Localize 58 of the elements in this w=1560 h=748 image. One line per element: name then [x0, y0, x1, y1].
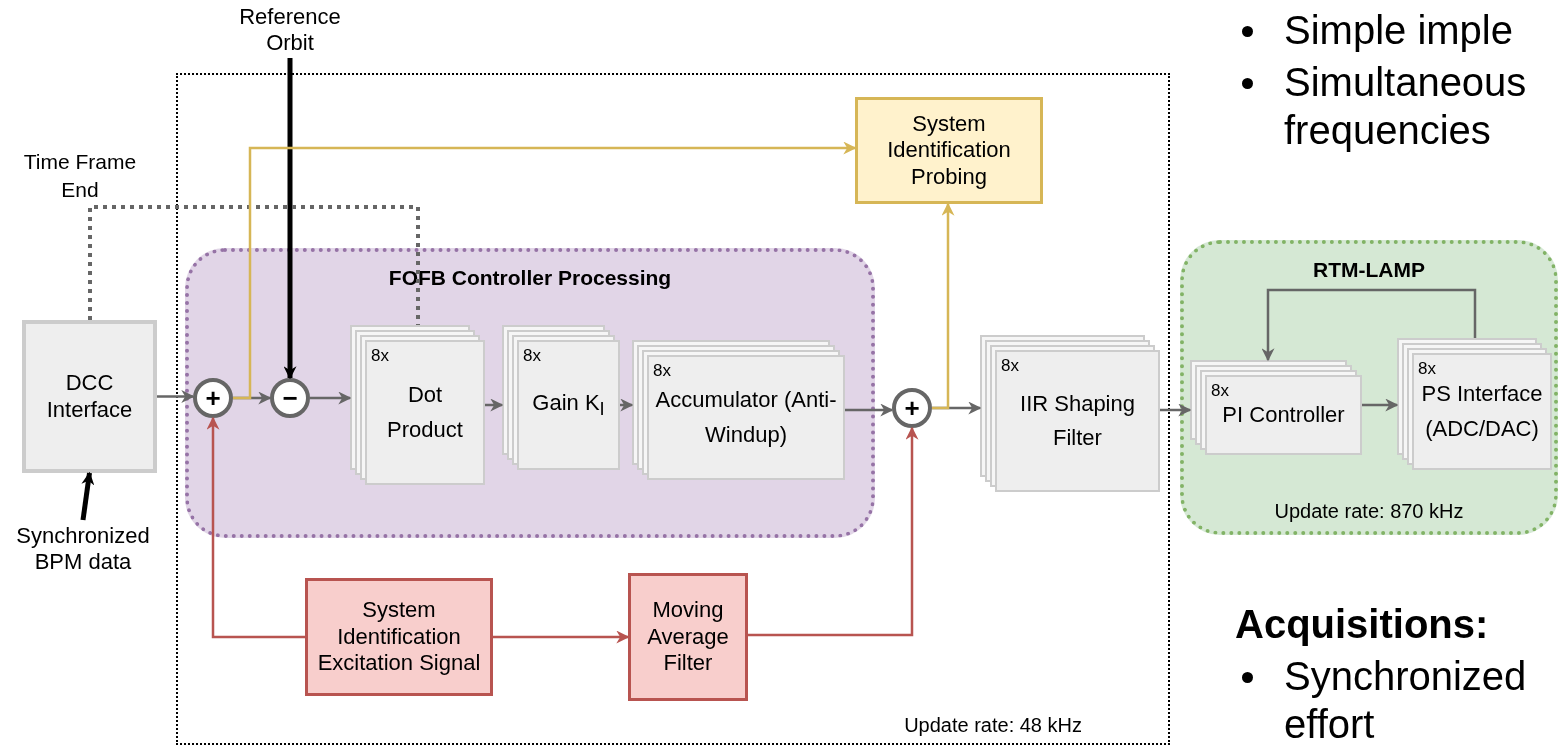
bullet-item: Simultaneous frequencies [1240, 58, 1550, 154]
multiplicity-label: 8x [653, 361, 671, 382]
stacked-process-block [1397, 338, 1552, 470]
bullet-item: Synchronized effort [1240, 652, 1550, 748]
arrow [493, 630, 630, 644]
block-label: Moving Average Filter [646, 597, 730, 677]
rate-label: Update rate: 48 kHz [904, 713, 1082, 737]
multiplicity-label: 8x [1211, 381, 1229, 402]
block-label: DCC Interface [45, 370, 134, 423]
signal-label: Reference Orbit [215, 2, 365, 58]
stacked-process-block [502, 325, 620, 470]
block-label: IIR Shaping Filter [1019, 389, 1136, 452]
multiplicity-label: 8x [371, 346, 389, 367]
arrow [1362, 398, 1399, 412]
arrow [620, 398, 634, 412]
stacked-process-block [632, 340, 845, 480]
block-label: System Identification Excitation Signal [316, 597, 482, 677]
arrow [157, 390, 195, 403]
group-title: RTM-LAMP [1312, 257, 1426, 283]
summing-junction: + [193, 378, 233, 418]
arrow [1160, 403, 1192, 417]
block-label: Gain K$_{I}$ [531, 389, 606, 422]
arrow [80, 471, 95, 521]
block-label: PI Controller [1221, 400, 1346, 429]
block-label: System Identification Probing [886, 110, 1012, 191]
arrow [485, 398, 504, 412]
signal-label: Synchronized BPM data [2, 520, 164, 578]
stacked-process-block [980, 335, 1160, 492]
hardware-group [1180, 240, 1558, 535]
interface-box [22, 320, 157, 473]
block-label: Accumulator (Anti-Windup) [654, 386, 838, 449]
group-title: FOFB Controller Processing [387, 265, 673, 291]
arrow [233, 141, 857, 400]
multiplicity-label: 8x [1418, 359, 1436, 380]
arrow [748, 426, 919, 637]
arrow [1261, 288, 1477, 362]
process-box [628, 573, 748, 701]
stacked-process-block [350, 325, 485, 485]
arrow [310, 391, 352, 405]
arrow [206, 416, 305, 639]
rate-label: Update rate: 870 kHz [1273, 499, 1465, 523]
section-heading: Acquisitions: [1235, 601, 1490, 648]
stacked-process-block [1190, 360, 1362, 455]
bullet-item: Simple imple [1240, 6, 1550, 54]
dotted-connector [88, 205, 420, 325]
process-box [305, 578, 493, 696]
multiplicity-label: 8x [523, 346, 541, 367]
update-region-frame [176, 73, 1170, 745]
block-label: Dot Product [386, 381, 464, 444]
summing-junction: − [270, 378, 310, 418]
arrow [845, 403, 894, 417]
arrow [932, 202, 955, 410]
multiplicity-label: 8x [1001, 356, 1019, 377]
process-box [855, 97, 1043, 204]
summing-junction: + [892, 388, 932, 428]
block-label: PS Interface (ADC/DAC) [1420, 380, 1544, 443]
processing-group [185, 248, 875, 538]
arrow [283, 58, 297, 380]
